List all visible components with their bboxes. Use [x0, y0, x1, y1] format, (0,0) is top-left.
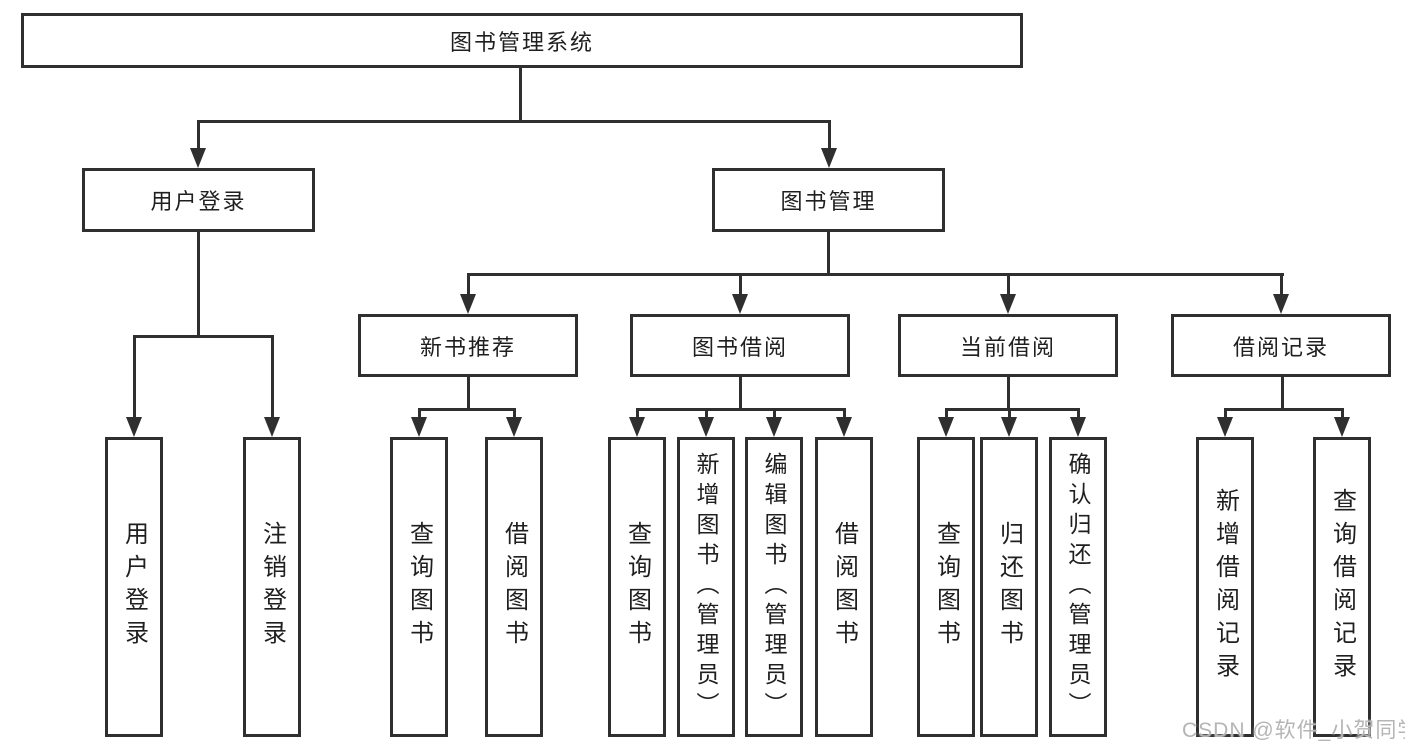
connector-hline	[1224, 408, 1344, 411]
node-label: 借阅图书	[500, 521, 528, 653]
node-label: 图书管理系统	[449, 29, 594, 55]
node-label: 借阅图书	[830, 521, 858, 653]
connector-arrow-shaft	[828, 120, 831, 154]
arrowhead-down-icon	[1217, 417, 1233, 437]
node-label: 编辑图书（管理员）	[761, 452, 787, 722]
arrowhead-down-icon	[126, 417, 142, 437]
connector-hline	[467, 273, 1284, 276]
connector-arrow-shaft	[513, 408, 516, 423]
connector-hline	[945, 408, 1080, 411]
node-label: 借阅记录	[1232, 334, 1329, 360]
connector-arrow-shaft	[133, 335, 136, 423]
arrowhead-down-icon	[1000, 294, 1016, 314]
connector-arrow-shaft	[1008, 408, 1011, 423]
arrowhead-down-icon	[1273, 294, 1289, 314]
connector-vline	[827, 232, 830, 273]
node-book-management: 图书管理	[712, 168, 945, 232]
connector-arrow-shaft	[705, 408, 708, 423]
arrowhead-down-icon	[264, 417, 280, 437]
node-label: 新书推荐	[419, 334, 516, 360]
connector-arrow-shaft	[271, 335, 274, 423]
connector-vline	[739, 377, 742, 408]
arrowhead-down-icon	[1070, 417, 1086, 437]
connector-arrow-shaft	[636, 408, 639, 423]
node-borrowing-records: 借阅记录	[1171, 314, 1391, 377]
node-label: 新增借阅记录	[1211, 488, 1239, 686]
connector-arrow-shaft	[1007, 273, 1010, 300]
node-label: 新增图书（管理员）	[693, 452, 719, 722]
leaf-query-borrow-record: 查询借阅记录	[1313, 437, 1371, 737]
node-label: 图书借阅	[691, 334, 788, 360]
connector-arrow-shaft	[418, 408, 421, 423]
connector-arrow-shaft	[1280, 273, 1283, 300]
connector-arrow-shaft	[1224, 408, 1227, 423]
connector-arrow-shaft	[467, 273, 470, 300]
leaf-edit-books-admin: 编辑图书（管理员）	[745, 437, 803, 737]
node-label: 注销登录	[258, 521, 286, 653]
node-label: 用户登录	[150, 189, 247, 214]
connector-hline	[133, 335, 274, 338]
arrowhead-down-icon	[411, 417, 427, 437]
connector-arrow-shaft	[1077, 408, 1080, 423]
arrowhead-down-icon	[821, 148, 837, 168]
node-label: 查询图书	[932, 521, 960, 653]
leaf-return-books: 归还图书	[980, 437, 1038, 737]
arrowhead-down-icon	[506, 417, 522, 437]
node-book-borrowing: 图书借阅	[630, 314, 850, 377]
node-library-system: 图书管理系统	[21, 13, 1023, 68]
arrowhead-down-icon	[938, 417, 954, 437]
connector-arrow-shaft	[945, 408, 948, 423]
leaf-borrow-books: 借阅图书	[815, 437, 873, 737]
arrowhead-down-icon	[836, 417, 852, 437]
node-label: 图书管理	[780, 189, 877, 214]
leaf-confirm-return-admin: 确认归还（管理员）	[1049, 437, 1107, 737]
node-label: 查询图书	[623, 521, 651, 653]
connector-arrow-shaft	[739, 273, 742, 300]
node-label: 用户登录	[120, 521, 148, 653]
connector-vline	[1281, 377, 1284, 408]
node-label: 归还图书	[995, 521, 1023, 653]
connector-vline	[1007, 377, 1010, 408]
arrowhead-down-icon	[698, 417, 714, 437]
arrowhead-down-icon	[766, 417, 782, 437]
connector-hline	[636, 408, 846, 411]
arrowhead-down-icon	[190, 148, 206, 168]
arrowhead-down-icon	[460, 294, 476, 314]
arrowhead-down-icon	[1001, 417, 1017, 437]
connector-hline	[197, 120, 831, 123]
node-new-book-recommend: 新书推荐	[358, 314, 578, 377]
connector-arrow-shaft	[773, 408, 776, 423]
connector-vline	[519, 68, 522, 120]
leaf-add-books-admin: 新增图书（管理员）	[677, 437, 735, 737]
leaf-query-books: 查询图书	[608, 437, 666, 737]
leaf-logout-login: 注销登录	[243, 437, 301, 737]
csdn-watermark: CSDN @软件_小贺同学	[1182, 719, 1405, 742]
leaf-query-books: 查询图书	[917, 437, 975, 737]
node-label: 查询借阅记录	[1328, 488, 1356, 686]
arrowhead-down-icon	[1334, 417, 1350, 437]
leaf-borrow-books: 借阅图书	[485, 437, 543, 737]
arrowhead-down-icon	[732, 294, 748, 314]
leaf-query-books: 查询图书	[390, 437, 448, 737]
connector-vline	[197, 232, 200, 335]
node-user-login: 用户登录	[82, 168, 315, 232]
leaf-user-login: 用户登录	[105, 437, 163, 737]
leaf-add-borrow-record: 新增借阅记录	[1196, 437, 1254, 737]
connector-arrow-shaft	[843, 408, 846, 423]
connector-arrow-shaft	[197, 120, 200, 154]
node-label: 查询图书	[405, 521, 433, 653]
arrowhead-down-icon	[629, 417, 645, 437]
connector-hline	[418, 408, 516, 411]
node-label: 当前借阅	[959, 334, 1056, 360]
node-current-borrowing: 当前借阅	[898, 314, 1118, 377]
connector-arrow-shaft	[1341, 408, 1344, 423]
connector-vline	[467, 377, 470, 408]
node-label: 确认归还（管理员）	[1065, 452, 1091, 722]
